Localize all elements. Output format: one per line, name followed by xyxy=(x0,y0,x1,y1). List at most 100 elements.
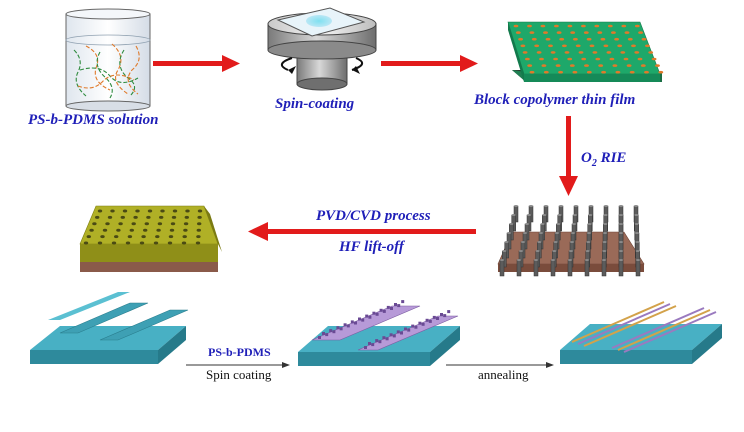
polymer-bump xyxy=(386,305,390,309)
film-dot xyxy=(559,37,565,41)
pillar xyxy=(533,259,539,277)
film-dot xyxy=(594,24,600,28)
film-hole xyxy=(118,222,123,226)
film-hole xyxy=(111,241,117,245)
polymer-bump xyxy=(396,330,400,334)
polymer-bump xyxy=(394,303,397,306)
film-dot xyxy=(520,44,526,48)
film-dot xyxy=(540,24,546,28)
film-dot xyxy=(606,51,612,54)
pillar-top xyxy=(551,259,555,261)
label-spin-coating: Spin-coating xyxy=(275,96,355,112)
film-hole xyxy=(122,209,128,213)
film-dot xyxy=(558,70,563,74)
film-hole xyxy=(89,228,94,232)
spin-coater-icon xyxy=(267,7,377,91)
film-dot xyxy=(584,64,589,67)
film-dot xyxy=(615,70,621,74)
pillar-top xyxy=(552,250,557,252)
polymer-bump xyxy=(372,311,376,315)
film-dot xyxy=(527,24,532,28)
holey-film-icon xyxy=(79,205,222,272)
film-dot xyxy=(609,57,615,61)
label-thin-film: Block copolymer thin film xyxy=(474,92,636,108)
pillar-top xyxy=(619,250,623,252)
polymer-bump xyxy=(425,318,429,322)
polymer-bump xyxy=(428,319,432,323)
film-dot xyxy=(562,44,567,48)
film-dot xyxy=(556,31,562,34)
polymer-bump xyxy=(339,327,343,331)
pillar-top xyxy=(588,214,593,216)
film-dot xyxy=(586,37,592,41)
film-hole xyxy=(156,228,161,232)
pillar-top xyxy=(602,259,606,261)
film-dot xyxy=(531,37,537,41)
film-dot xyxy=(564,51,570,54)
pillar-top xyxy=(572,223,576,225)
film-dot xyxy=(634,24,640,28)
film-dot xyxy=(592,51,598,54)
film-dot xyxy=(555,64,561,67)
film-dot xyxy=(545,37,551,41)
film-dot xyxy=(518,37,523,41)
pillar-top xyxy=(529,205,533,207)
film-dot xyxy=(581,57,587,61)
film-hole xyxy=(185,209,190,213)
film-dot xyxy=(597,31,603,34)
polymer-bump xyxy=(354,321,357,325)
film-dot xyxy=(527,64,533,67)
film-hole xyxy=(95,215,100,219)
pillar-top xyxy=(523,232,527,234)
film-dot xyxy=(543,31,548,34)
film-dot xyxy=(644,70,649,74)
film-dot xyxy=(611,31,616,34)
pillar-top xyxy=(542,214,547,216)
pillar-top xyxy=(619,232,623,234)
film-hole xyxy=(153,241,159,245)
film-hole xyxy=(97,241,103,245)
film-hole xyxy=(195,241,201,245)
pillar-top xyxy=(636,259,640,261)
film-hole xyxy=(143,228,148,232)
pillar-top xyxy=(514,205,518,207)
arrow-right-1 xyxy=(153,55,240,72)
polymer-bump xyxy=(385,337,389,341)
film-dot xyxy=(603,44,609,48)
trench-substrate-icon xyxy=(30,292,189,364)
pillar-top xyxy=(635,232,639,234)
pillar xyxy=(601,259,607,277)
pillar-top xyxy=(574,205,578,207)
film-hole xyxy=(196,235,201,239)
film-hole xyxy=(197,215,202,219)
polymer-bump xyxy=(350,320,354,324)
polymer-bump xyxy=(375,339,379,343)
polymer-bump xyxy=(382,309,386,313)
polymer-chains xyxy=(73,43,140,99)
pillar-top xyxy=(634,205,638,207)
film-hole xyxy=(97,209,103,213)
pillar-top xyxy=(587,232,591,234)
pillar-array-icon xyxy=(497,205,645,277)
arrow-left xyxy=(248,222,476,241)
polymer-bump xyxy=(368,315,372,319)
film-dot xyxy=(614,37,619,41)
pillar-top xyxy=(585,259,589,261)
pillar-top xyxy=(602,241,607,243)
pillar xyxy=(550,259,556,277)
pillar-top xyxy=(507,232,511,234)
film-dot xyxy=(578,51,584,54)
film-hole xyxy=(197,222,202,226)
film-hole xyxy=(135,209,140,213)
polymer-bump xyxy=(378,340,382,344)
film-dot xyxy=(655,64,660,67)
film-hole xyxy=(125,241,131,245)
pillar-top xyxy=(525,223,529,225)
film-dot xyxy=(583,31,589,34)
film-hole xyxy=(170,222,176,226)
film-dot xyxy=(641,37,647,41)
film-dot xyxy=(627,37,633,41)
polymer-bump xyxy=(371,343,375,347)
pillar xyxy=(584,259,590,277)
polymer-bump xyxy=(336,326,340,330)
